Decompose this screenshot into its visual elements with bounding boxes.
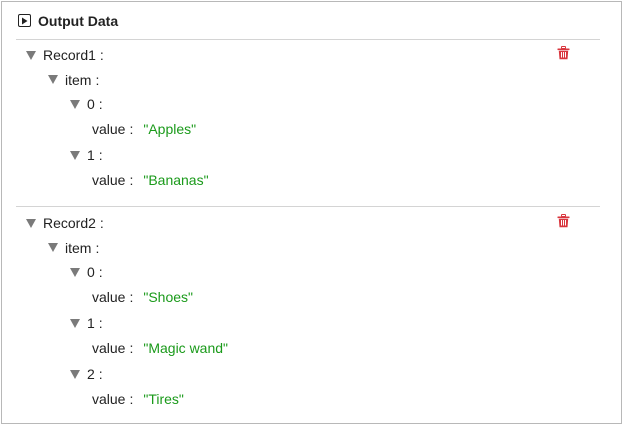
delete-record-trash-icon[interactable] bbox=[557, 46, 570, 60]
item-node[interactable]: item: bbox=[48, 70, 99, 90]
delete-record-trash-icon[interactable] bbox=[557, 214, 570, 228]
colon: : bbox=[98, 264, 103, 280]
caret-down-icon[interactable] bbox=[26, 218, 36, 228]
value-row: value: "Tires" bbox=[92, 389, 184, 409]
record-key: Record1 bbox=[43, 47, 96, 63]
string-value: "Apples" bbox=[143, 120, 197, 137]
index-key: 0 bbox=[87, 96, 95, 112]
item-key: item bbox=[65, 71, 92, 88]
index-key: 0 bbox=[87, 264, 95, 280]
colon: : bbox=[95, 239, 100, 256]
colon: : bbox=[129, 120, 134, 137]
panel-header: Output Data bbox=[2, 2, 621, 39]
index-node[interactable]: 2: bbox=[70, 364, 103, 384]
string-value: "Bananas" bbox=[143, 171, 209, 188]
string-value: "Tires" bbox=[143, 390, 184, 407]
header-divider bbox=[16, 39, 600, 40]
caret-down-icon[interactable] bbox=[70, 369, 80, 379]
colon: : bbox=[129, 171, 134, 188]
string-value: "Magic wand" bbox=[143, 339, 229, 356]
value-key: value bbox=[92, 390, 126, 407]
caret-down-icon[interactable] bbox=[26, 50, 36, 60]
index-key: 1 bbox=[87, 315, 95, 331]
caret-down-icon[interactable] bbox=[70, 318, 80, 328]
record-node[interactable]: Record2: bbox=[26, 213, 104, 233]
colon: : bbox=[98, 147, 103, 163]
index-node[interactable]: 1: bbox=[70, 313, 103, 333]
colon: : bbox=[129, 288, 134, 305]
play-square-icon[interactable] bbox=[18, 14, 31, 27]
record-node[interactable]: Record1: bbox=[26, 45, 104, 65]
colon: : bbox=[129, 390, 134, 407]
colon: : bbox=[99, 47, 104, 63]
value-key: value bbox=[92, 120, 126, 137]
item-key: item bbox=[65, 239, 92, 256]
value-key: value bbox=[92, 171, 126, 188]
caret-down-icon[interactable] bbox=[70, 267, 80, 277]
colon: : bbox=[98, 366, 103, 382]
index-node[interactable]: 0: bbox=[70, 262, 103, 282]
record-key: Record2 bbox=[43, 215, 96, 231]
item-node[interactable]: item: bbox=[48, 238, 99, 258]
caret-down-icon[interactable] bbox=[70, 99, 80, 109]
value-row: value: "Magic wand" bbox=[92, 338, 228, 358]
index-key: 2 bbox=[87, 366, 95, 382]
value-row: value: "Apples" bbox=[92, 119, 196, 139]
value-row: value: "Bananas" bbox=[92, 170, 209, 190]
value-row: value: "Shoes" bbox=[92, 287, 193, 307]
caret-down-icon[interactable] bbox=[70, 150, 80, 160]
index-node[interactable]: 1: bbox=[70, 145, 103, 165]
colon: : bbox=[98, 315, 103, 331]
caret-down-icon[interactable] bbox=[48, 243, 58, 252]
index-node[interactable]: 0: bbox=[70, 94, 103, 114]
colon: : bbox=[99, 215, 104, 231]
panel-title: Output Data bbox=[38, 12, 119, 29]
value-key: value bbox=[92, 339, 126, 356]
colon: : bbox=[98, 96, 103, 112]
caret-down-icon[interactable] bbox=[48, 75, 58, 84]
value-key: value bbox=[92, 288, 126, 305]
colon: : bbox=[95, 71, 100, 88]
record-divider bbox=[16, 206, 600, 207]
string-value: "Shoes" bbox=[143, 288, 193, 305]
index-key: 1 bbox=[87, 147, 95, 163]
colon: : bbox=[129, 339, 134, 356]
